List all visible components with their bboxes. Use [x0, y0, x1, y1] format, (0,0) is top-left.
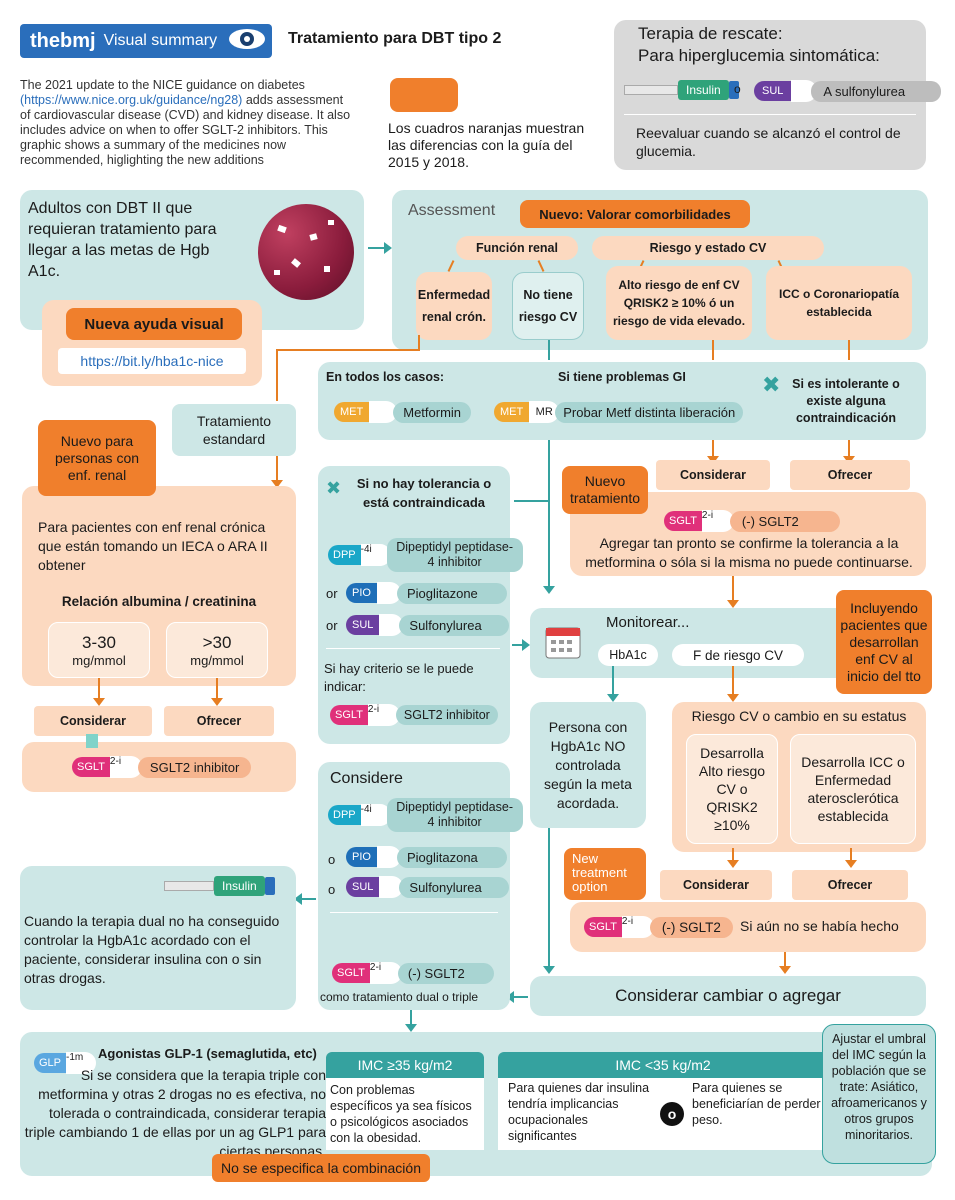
insulin-pen-icon: Insulin: [624, 80, 739, 100]
insulin-text: Cuando la terapia dual no ha conseguido …: [24, 913, 280, 986]
imc-low-b: Para quienes se beneficiarían de perder …: [692, 1081, 821, 1127]
uncontrolled-box: Persona con HgbA1c NO controlada según l…: [530, 702, 646, 828]
sul-pill-rescue: SUL A sulfonylurea: [754, 80, 942, 102]
glp1-text: Si se considera que la terapia triple co…: [24, 1067, 326, 1159]
new-assess-comorbidities: Nuevo: Valorar comorbilidades: [520, 200, 750, 228]
monitor-hba1c: HbA1c: [598, 644, 658, 666]
imc-low-a: Para quienes dar insulina tendría implic…: [508, 1081, 650, 1143]
renal-offer: Ofrecer: [164, 706, 274, 736]
adults-text: Adultos con DBT II que requieran tratami…: [28, 200, 217, 280]
calendar-icon: [544, 622, 582, 665]
considere-sul-pill: SUL Sulfonylurea: [346, 876, 510, 898]
nt-consider: Considerar: [656, 460, 770, 490]
unspecified-combination: No se especifica la combinación: [212, 1154, 430, 1182]
monitor-cv: F de riesgo CV: [672, 644, 804, 666]
legend-text: Los cuadros naranjas muestran las difere…: [388, 120, 585, 170]
dpp4-pill: DPP -4i Dipeptidyl peptidase-4 inhibitor: [328, 538, 523, 572]
eye-icon: [227, 28, 267, 55]
cv-offer: Ofrecer: [792, 870, 908, 900]
monitor-box: [530, 608, 850, 678]
page-title: Tratamiento para DBT tipo 2: [288, 30, 502, 47]
renal-consider: Considerar: [34, 706, 152, 736]
ratio-high: >30 mg/mmol: [166, 622, 268, 678]
all-cases-label: En todos los casos:: [326, 370, 445, 384]
cv-sglt-pill: SGLT 2-i (-) SGLT2: [584, 916, 733, 938]
cv-sglt-note: Si aún no se había hecho: [740, 918, 899, 934]
considere-dpp4-pill: DPP -4i Dipeptidyl peptidase-4 inhibitor: [328, 798, 523, 832]
cross-icon: ✖: [762, 372, 781, 397]
considere-note: como tratamiento dual o triple: [320, 990, 479, 1004]
consider-change-box: Considerar cambiar o agregar: [530, 976, 926, 1016]
cv-change-title: Riesgo CV o cambio en su estatus: [691, 708, 907, 724]
imc-high-text: Con problemas específicos ya sea físicos…: [326, 1078, 484, 1150]
rescue-note: Reevaluar cuando se alcanzó el control d…: [636, 125, 901, 159]
considere-title: Considere: [330, 770, 403, 787]
sglt2-pill: SGLT 2-i SGLT2 inhibitor: [330, 704, 498, 726]
assessment-title: Assessment: [408, 202, 496, 219]
all-cases-box: [318, 362, 926, 440]
met-pill: MET Metformin: [334, 401, 472, 423]
ckd-box: Enfermedad renal crón.: [416, 272, 492, 340]
standard-treatment: Tratamiento estandard: [172, 404, 296, 456]
icc-box: ICC o Coronariopatía establecida: [766, 266, 912, 340]
rescue-therapy-box: Terapia de rescate: Para hiperglucemia s…: [614, 20, 942, 170]
albumin-creatinine-ratio: Relación albumina / creatinina: [61, 594, 257, 609]
considere-pio-pill: PIO Pioglitazona: [346, 846, 507, 868]
no-cv-risk-box: No tiene riesgo CV: [512, 272, 584, 340]
renal-text: Para pacientes con enf renal crónica que…: [38, 519, 268, 573]
intolerance-title: Si no hay tolerancia o está contraindica…: [356, 476, 492, 510]
legend-swatch: [390, 78, 458, 112]
cv-consider: Considerar: [660, 870, 772, 900]
visual-aid-link[interactable]: https://bit.ly/hba1c-nice: [58, 348, 246, 374]
considere-sglt-pill: SGLT 2-i (-) SGLT2: [332, 962, 494, 984]
or-label: or: [326, 586, 338, 601]
sul-pill: SUL Sulfonylurea: [346, 614, 510, 636]
rescue-or: o: [734, 82, 741, 96]
o-label: o: [328, 852, 336, 867]
imc-low-or: o: [660, 1102, 684, 1126]
high-cv-risk-box: Alto riesgo de enf CV QRISK2 ≥ 10% ó un …: [606, 266, 752, 340]
criteria-label: Si hay criterio se le puede indicar:: [324, 661, 474, 694]
monitor-title: Monitorear...: [606, 614, 690, 631]
intolerance-box: [318, 466, 510, 744]
imc-low-header: IMC <35 kg/m2: [498, 1052, 828, 1078]
blood-cells-image: [258, 204, 354, 300]
nt-offer: Ofrecer: [790, 460, 910, 490]
new-renal-tag: Nuevo para personas con enf. renal: [38, 420, 156, 496]
cv-risk-status: Riesgo y estado CV: [592, 236, 824, 260]
cv-icc: Desarrolla ICC o Enfermedad aterosclerót…: [790, 734, 916, 844]
visual-aid-title: Nueva ayuda visual: [66, 308, 242, 340]
cv-high-risk: Desarrolla Alto riesgo CV o QRISK2 ≥10%: [686, 734, 778, 844]
ratio-low: 3-30 mg/mmol: [48, 622, 150, 678]
pio-pill: PIO Pioglitazone: [346, 582, 507, 604]
imc-high-header: IMC ≥35 kg/m2: [326, 1052, 484, 1078]
insulin-pen-icon: Insulin: [164, 876, 275, 896]
glp1-pill: GLP -1m: [34, 1052, 97, 1074]
renal-sglt-pill: SGLT 2-i SGLT2 inhibitor: [72, 756, 252, 778]
cross-icon: ✖: [326, 478, 342, 498]
including-tag: Incluyendo pacientes que desarrollan enf…: [836, 590, 932, 694]
bmj-logo: thebmj Visual summary: [20, 24, 272, 58]
gi-problems-label: Si tiene problemas GI: [558, 370, 686, 384]
rescue-subtitle: Para hiperglucemia sintomática:: [638, 46, 880, 65]
glp1-title: Agonistas GLP-1 (semaglutida, etc): [98, 1046, 317, 1061]
or-label: or: [326, 618, 338, 633]
bmi-adjust-box: Ajustar el umbral del IMC según la pobla…: [822, 1024, 936, 1164]
new-option-tag: New treatment option: [564, 848, 646, 900]
renal-function: Función renal: [456, 236, 578, 260]
brand-name: thebmj: [30, 29, 96, 52]
intolerant-label: Si es intolerante o existe alguna contra…: [792, 376, 900, 425]
nt-sglt-pill: SGLT 2-i (-) SGLT2: [664, 510, 840, 532]
new-treatment-tag: Nuevo tratamiento: [562, 466, 648, 514]
brand-sub: Visual summary: [103, 32, 218, 49]
o-label: o: [328, 882, 336, 897]
rescue-title: Terapia de rescate:: [638, 24, 783, 43]
nice-link[interactable]: (https://www.nice.org.uk/guidance/ng28): [20, 93, 243, 107]
met-mr-pill: MET MR Probar Metf distinta liberación: [494, 401, 744, 423]
intro-text: The 2021 update to the NICE guidance on …: [20, 78, 351, 167]
new-treatment-text: Agregar tan pronto se confirme la tolera…: [585, 535, 913, 570]
